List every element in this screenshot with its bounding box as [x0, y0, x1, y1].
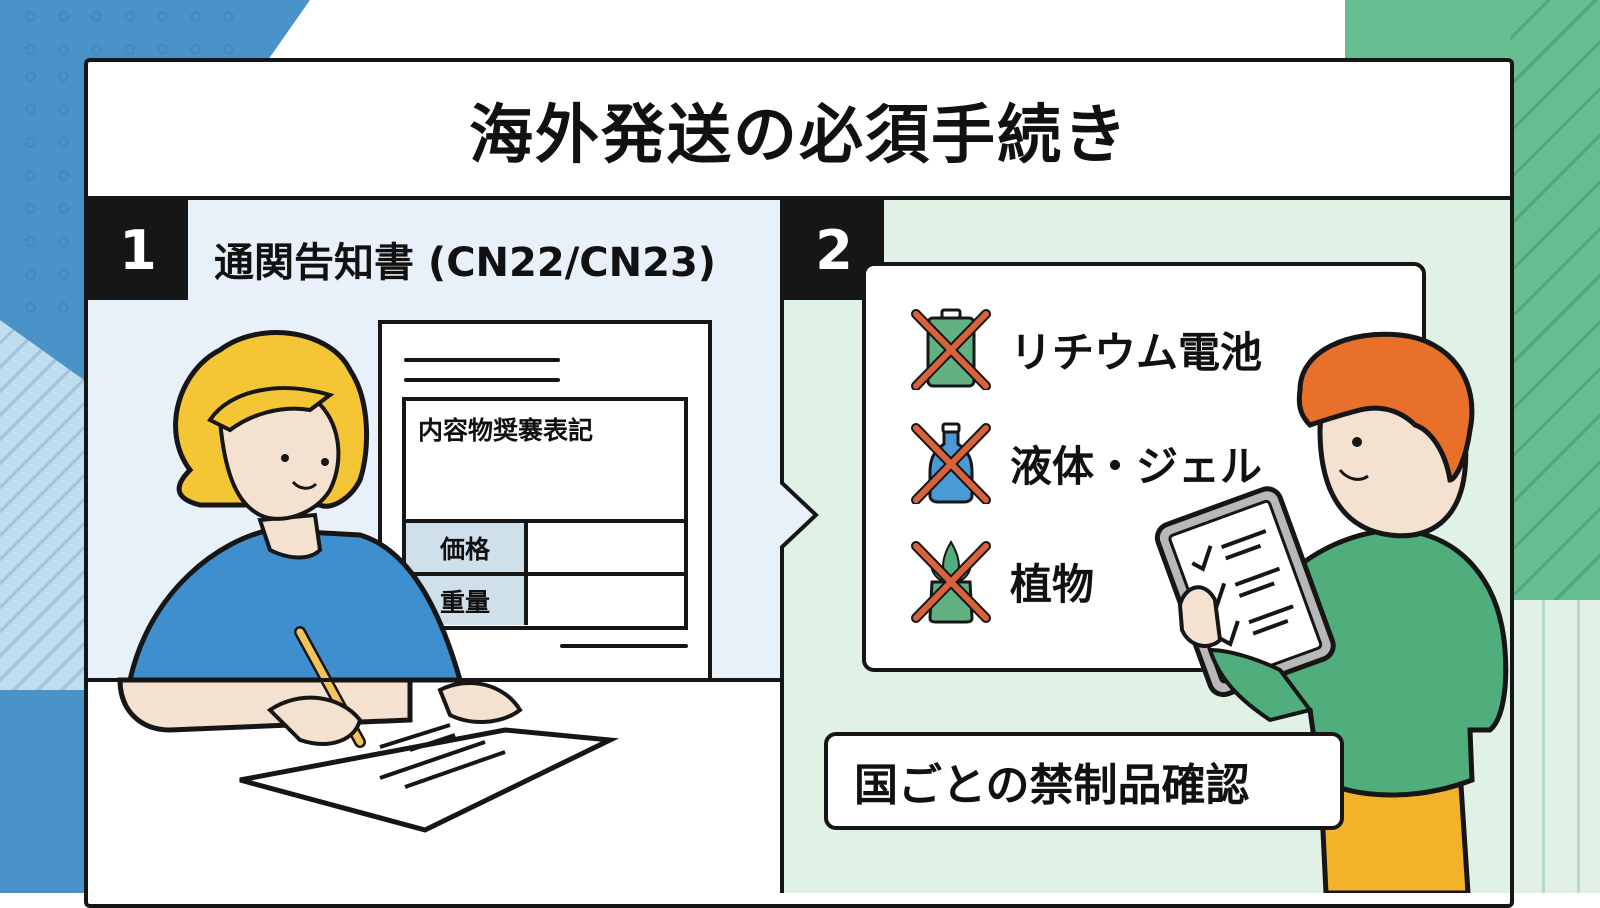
form-value-weight: [528, 576, 684, 625]
bottle-prohibited-icon: [911, 422, 991, 504]
text-line: [560, 644, 688, 648]
prohibited-item-label: 液体・ジェル: [1010, 441, 1263, 491]
background-green-right: [1510, 0, 1600, 600]
background-hatch-left: [0, 320, 84, 690]
prohibited-item-label: 植物: [1010, 559, 1095, 609]
step-number-badge: 1: [88, 200, 188, 300]
text-line: [404, 378, 560, 382]
background-stripes-right: [1510, 600, 1600, 893]
dot-pattern: [14, 60, 80, 320]
form-row: 価格: [406, 523, 684, 572]
form-label-price: 価格: [406, 523, 528, 572]
dot-pattern: [14, 0, 234, 60]
page-title: 海外発送の必須手続き: [469, 99, 1129, 173]
customs-form-table: 内容物奨褰表記 価格 重量: [402, 397, 688, 630]
plant-prohibited-icon: [911, 540, 991, 624]
step-1-title: 通関告知書 (CN22/CN23): [214, 240, 717, 286]
prohibited-item: リチウム電池: [910, 308, 1262, 390]
text-line: [404, 358, 560, 362]
man-checking-tablet-illustration: [1154, 331, 1509, 893]
country-prohibited-check-label: 国ごとの禁制品確認: [824, 732, 1344, 830]
desk-edge: [84, 678, 784, 682]
woman-writing-illustration: [117, 330, 620, 833]
form-value-price: [528, 523, 684, 572]
prohibited-item: 液体・ジェル: [910, 422, 1262, 504]
prohibited-item-label: リチウム電池: [1010, 327, 1263, 377]
form-row: 重量: [406, 572, 684, 625]
form-header: 内容物奨褰表記: [406, 401, 684, 523]
battery-prohibited-icon: [911, 308, 991, 390]
divider: [84, 196, 1514, 200]
prohibited-item: 植物: [910, 538, 1094, 624]
arrow-right-icon: [780, 455, 819, 575]
